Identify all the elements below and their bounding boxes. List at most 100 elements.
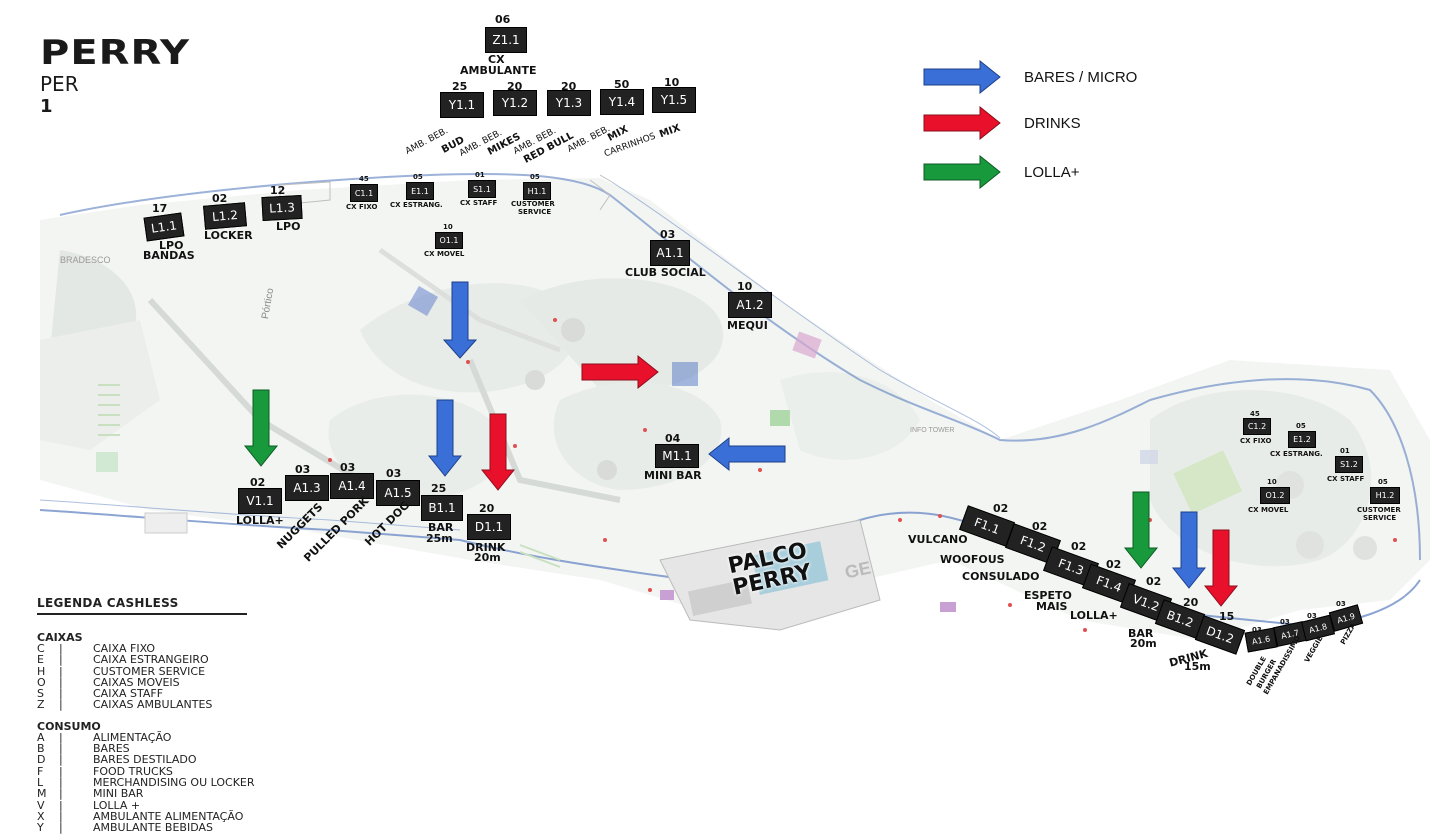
stand-m1-1[interactable]: M1.1	[655, 444, 699, 468]
legend-code: A	[37, 730, 45, 744]
legend-code: C	[37, 642, 45, 655]
stand-label: 20m	[1130, 637, 1157, 650]
legend-desc: MINI BAR	[93, 787, 144, 801]
stand-a1-5[interactable]: A1.5	[376, 480, 420, 506]
stand-s1-1[interactable]: S1.1	[468, 180, 496, 198]
green-arrow-icon	[243, 389, 279, 467]
stand-count: 12	[270, 184, 286, 197]
stand-label: LPO	[276, 220, 301, 233]
stand-count: 02	[993, 502, 1009, 515]
stand-y1-2[interactable]: Y1.2	[493, 90, 537, 116]
legend-row: B | BARES	[37, 742, 255, 756]
legend-desc: AMBULANTE ALIMENTAÇÃO	[93, 809, 244, 823]
info-tower-label: INFO TOWER	[910, 427, 955, 434]
stand-y1-5[interactable]: Y1.5	[652, 87, 696, 113]
legend-separator: |	[59, 764, 63, 778]
stand-label: CX STAFF	[460, 199, 498, 207]
legend-desc: LOLLA +	[93, 798, 141, 812]
page-subtitle: PER	[40, 72, 79, 96]
stand-label: LOLLA+	[236, 514, 284, 527]
stand-d1-1[interactable]: D1.1	[467, 514, 511, 540]
stand-label: CONSULADO	[962, 570, 1040, 583]
legend-separator: |	[59, 787, 63, 801]
cashless-title: LEGENDA CASHLESS	[37, 596, 247, 615]
stand-count: 05	[1296, 422, 1306, 430]
red-arrow-icon	[923, 106, 1001, 140]
stand-c1-1[interactable]: C1.1	[350, 184, 378, 202]
stand-count: 04	[665, 432, 681, 445]
stand-label: BANDAS	[143, 249, 195, 262]
stand-a1-4[interactable]: A1.4	[330, 473, 374, 499]
stand-h1-1[interactable]: H1.1	[523, 182, 551, 200]
stand-b1-1[interactable]: B1.1	[421, 495, 463, 521]
stand-a1-3[interactable]: A1.3	[285, 475, 329, 501]
stand-count: 45	[359, 175, 369, 183]
legend-separator: |	[59, 742, 63, 756]
legend-code: O	[37, 675, 46, 689]
legend-code: Z	[37, 698, 45, 712]
stand-e1-1[interactable]: E1.1	[406, 182, 434, 200]
stand-c1-2[interactable]: C1.2	[1243, 418, 1271, 435]
stand-count: 20	[507, 80, 523, 93]
stand-count: 03	[340, 461, 356, 474]
stand-z1-1[interactable]: Z1.1	[485, 27, 527, 53]
stand-o1-1[interactable]: O1.1	[435, 232, 463, 249]
legend-row: F|FOOD TRUCKS	[37, 764, 255, 778]
stand-y1-1[interactable]: Y1.1	[440, 92, 484, 118]
legend-desc: ALIMENTAÇÃO	[93, 730, 172, 744]
stand-a1-1[interactable]: A1.1	[650, 240, 690, 266]
consumo-title: CONSUMO	[37, 719, 101, 733]
stand-label: ESPETO	[1024, 589, 1072, 602]
stand-label: MINI BAR	[644, 469, 702, 482]
stand-label: MEQUI	[727, 319, 768, 332]
stand-count: 45	[1250, 410, 1260, 418]
stand-h1-2[interactable]: H1.2	[1370, 487, 1400, 504]
bradesco-label: BRADESCO	[60, 255, 111, 265]
red-arrow-icon	[581, 354, 659, 390]
legend-row: X|AMBULANTE ALIMENTAÇÃO	[37, 809, 255, 823]
stand-label: 15m	[1184, 660, 1211, 673]
stand-y1-4[interactable]: Y1.4	[600, 89, 644, 115]
stand-a1-2[interactable]: A1.2	[728, 292, 772, 318]
blue-arrow-icon	[708, 436, 786, 472]
legend-desc: CAIXAS AMBULANTES	[93, 698, 213, 712]
legend-separator: |	[59, 753, 63, 767]
legend-desc: BARES DESTILADO	[93, 753, 197, 767]
stand-s1-2[interactable]: S1.2	[1335, 456, 1363, 473]
stand-count: 05	[1378, 478, 1388, 486]
stand-count: 03	[1307, 612, 1317, 620]
legend-separator: |	[59, 653, 63, 667]
legend-separator: |	[59, 775, 63, 789]
stand-count: 01	[1340, 447, 1350, 455]
stand-count: 20	[1183, 596, 1199, 609]
stand-label: BAR	[1128, 627, 1154, 640]
legend-code: B	[37, 742, 45, 756]
legend-code: M	[37, 787, 47, 801]
legend-row: Y|AMBULANTE BEBIDAS	[37, 822, 255, 834]
legend-code: D	[37, 753, 46, 767]
stand-e1-2[interactable]: E1.2	[1288, 431, 1316, 448]
stand-label: CUSTOMER	[1357, 506, 1401, 514]
legend-desc: CUSTOMER SERVICE	[93, 664, 206, 678]
stand-l1-3[interactable]: L1.3	[261, 194, 303, 222]
legend-item-lolla: LOLLA+	[922, 155, 1182, 189]
stand-count: 02	[250, 476, 266, 489]
stand-y1-3[interactable]: Y1.3	[547, 90, 591, 116]
blue-arrow-icon	[442, 281, 478, 359]
legend-separator: |	[59, 730, 63, 744]
legend-desc: BARES	[93, 742, 130, 756]
stand-o1-2[interactable]: O1.2	[1260, 487, 1290, 504]
stand-v1-1[interactable]: V1.1	[238, 488, 282, 514]
stand-count: 20	[561, 80, 577, 93]
stand-l1-2[interactable]: L1.2	[203, 202, 247, 230]
stand-count: 25	[452, 80, 468, 93]
legend-item-bares: BARES / MICRO	[922, 60, 1182, 94]
stand-label: CLUB SOCIAL	[625, 266, 706, 279]
legend-row: L|MERCHANDISING OU LOCKER	[37, 775, 255, 789]
legend-separator: |	[59, 664, 63, 678]
stand-label: LOCKER	[204, 229, 253, 242]
stand-count: 02	[212, 192, 228, 205]
legend-label-bares: BARES / MICRO	[1024, 69, 1138, 86]
